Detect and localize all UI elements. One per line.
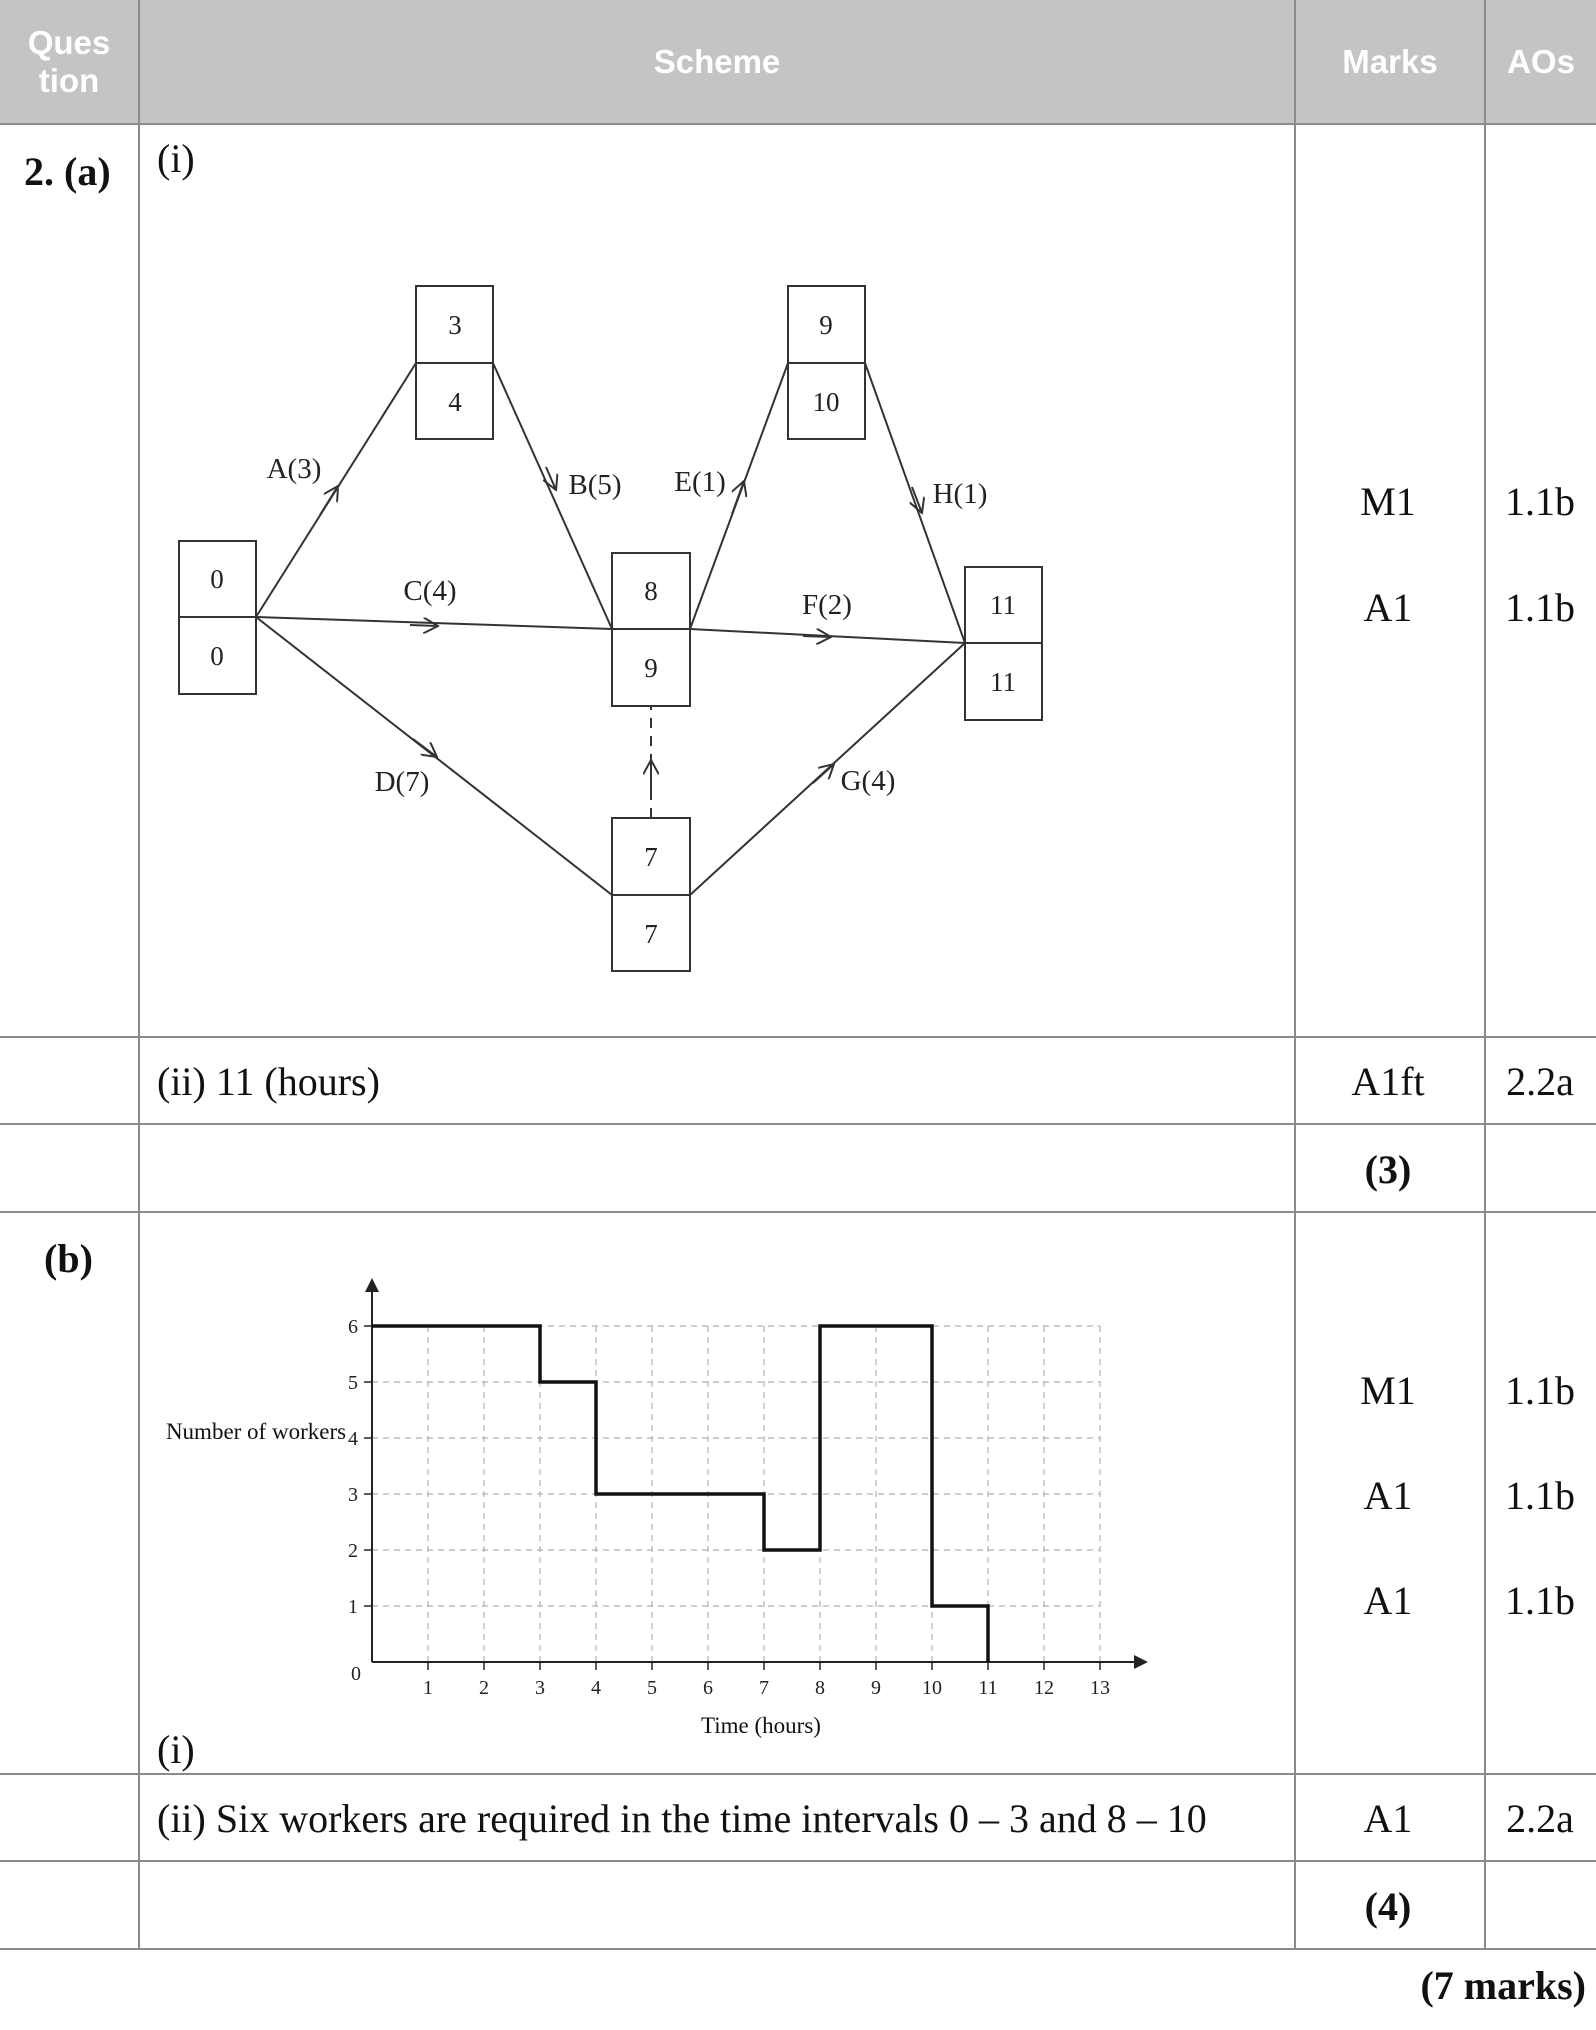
row-divider: [0, 1123, 1596, 1125]
subpart-label: (i): [157, 1727, 195, 1772]
table-header: Ques tion Scheme Marks AOs: [0, 0, 1596, 125]
late-time: 11: [990, 667, 1016, 697]
row-divider: [0, 1211, 1596, 1213]
mark: A1ft: [1351, 1059, 1425, 1104]
activity-label: E(1): [674, 466, 726, 498]
row-divider: [0, 1773, 1596, 1775]
y-tick-label: 1: [348, 1596, 358, 1618]
marks-column-header: Marks: [1342, 42, 1438, 80]
column-divider: [1294, 0, 1296, 1948]
arrowhead: [912, 486, 922, 513]
column-divider: [138, 0, 140, 1948]
late-time: 10: [813, 387, 840, 417]
activity-label: F(2): [802, 589, 852, 621]
arrowhead: [802, 636, 831, 637]
ao-code: 1.1b: [1505, 585, 1575, 630]
mark: A1: [1363, 1578, 1413, 1623]
arrowhead: [412, 738, 437, 757]
x-axis-arrow: [1134, 1655, 1148, 1669]
late-time: 9: [644, 653, 658, 683]
activity-b-arc: [492, 362, 613, 630]
x-tick-label: 9: [871, 1677, 881, 1699]
ao-code: 2.2a: [1506, 1796, 1574, 1841]
activity-label: D(7): [375, 766, 430, 798]
x-tick-label: 1: [423, 1677, 433, 1699]
x-tick-label: 0: [351, 1663, 361, 1685]
mark: M1: [1360, 1368, 1416, 1413]
total-marks: (7 marks): [1420, 1963, 1586, 2008]
x-tick-label: 10: [922, 1677, 942, 1699]
x-tick-label: 7: [759, 1677, 769, 1699]
question-part: (b): [44, 1236, 93, 1281]
subtotal: (4): [1364, 1884, 1412, 1929]
mark: A1: [1363, 1473, 1413, 1518]
ao-code: 1.1b: [1505, 1473, 1575, 1518]
question-column-header: Ques tion: [27, 23, 111, 99]
row-divider: [0, 1948, 1596, 1950]
column-divider: [1484, 0, 1486, 1948]
arrowhead: [812, 764, 834, 784]
activity-label: C(4): [403, 575, 456, 607]
y-tick-label: 5: [348, 1372, 358, 1394]
late-time: 4: [448, 387, 462, 417]
x-tick-label: 11: [978, 1677, 997, 1699]
x-axis-label: Time (hours): [701, 1713, 821, 1738]
early-time: 0: [210, 564, 224, 594]
arrowhead: [319, 486, 338, 516]
x-tick-label: 13: [1090, 1677, 1110, 1699]
x-tick-label: 6: [703, 1677, 713, 1699]
arrowhead: [731, 481, 744, 515]
y-axis-arrow: [365, 1278, 379, 1292]
question-number: 2. (a): [24, 149, 111, 194]
x-tick-label: 4: [591, 1677, 601, 1699]
mark: M1: [1360, 479, 1416, 524]
subpart-label: (i): [157, 136, 195, 181]
mark: A1: [1363, 585, 1413, 630]
row-divider: [0, 1036, 1596, 1038]
x-tick-label: 8: [815, 1677, 825, 1699]
early-time: 9: [819, 310, 833, 340]
x-tick-label: 5: [647, 1677, 657, 1699]
ao-code: 1.1b: [1505, 479, 1575, 524]
arrowhead: [546, 466, 556, 490]
activity-label: H(1): [933, 478, 988, 510]
early-time: 11: [990, 590, 1016, 620]
y-tick-label: 4: [348, 1428, 358, 1450]
workers-step-line: [372, 1324, 990, 1662]
y-tick-label: 6: [348, 1316, 358, 1338]
activity-label: A(3): [267, 453, 322, 485]
ao-code: 1.1b: [1505, 1368, 1575, 1413]
answer-text: (ii) 11 (hours): [157, 1059, 380, 1104]
ao-code: 2.2a: [1506, 1059, 1574, 1104]
early-time: 3: [448, 310, 462, 340]
y-tick-label: 2: [348, 1540, 358, 1562]
aos-column-header: AOs: [1507, 42, 1575, 80]
early-time: 8: [644, 576, 658, 606]
late-time: 0: [210, 641, 224, 671]
x-tick-label: 3: [535, 1677, 545, 1699]
ao-code: 1.1b: [1505, 1578, 1575, 1623]
answer-text: (ii) Six workers are required in the tim…: [157, 1796, 1207, 1841]
arrowhead: [409, 625, 438, 626]
y-axis-label: Number of workers: [165, 1419, 347, 1444]
early-time: 7: [644, 842, 658, 872]
subtotal: (3): [1364, 1147, 1412, 1192]
late-time: 7: [644, 919, 658, 949]
x-tick-label: 12: [1034, 1677, 1054, 1699]
mark: A1: [1363, 1796, 1413, 1841]
y-tick-label: 3: [348, 1484, 358, 1506]
row-divider: [0, 1860, 1596, 1862]
x-tick-label: 2: [479, 1677, 489, 1699]
scheme-column-header: Scheme: [653, 42, 781, 80]
activity-label: G(4): [841, 765, 896, 797]
activity-label: B(5): [568, 469, 621, 501]
